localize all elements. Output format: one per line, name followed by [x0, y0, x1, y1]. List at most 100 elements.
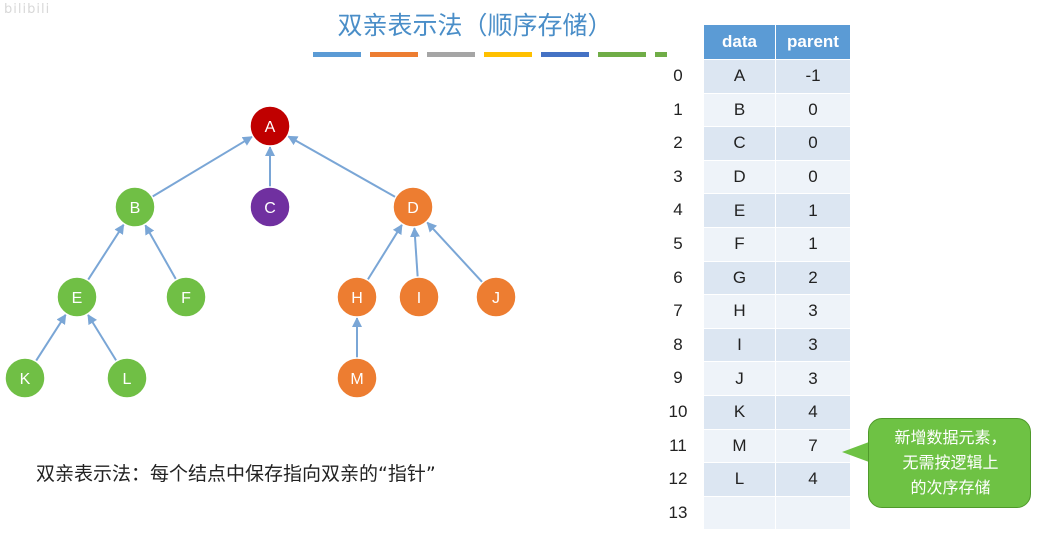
cell-parent: 7 [775, 428, 851, 464]
explanation-caption: 双亲表示法：每个结点中保存指向双亲的“指针” [36, 463, 436, 485]
cell-data: I [703, 327, 776, 363]
node-circle [249, 105, 291, 147]
callout-text: 新增数据元素， 无需按逻辑上 的次序存储 [874, 425, 1027, 500]
row-index: 9 [673, 368, 683, 388]
node-circle [165, 276, 207, 318]
tree-node-H: H [336, 276, 378, 318]
edge-H-to-D [366, 223, 403, 281]
edge-E-to-B [86, 223, 125, 281]
cell-data: E [703, 193, 776, 228]
node-label: J [492, 290, 500, 307]
slide-title: 双亲表示法（顺序存储） [337, 11, 613, 40]
cell-data: A [703, 59, 776, 94]
callout-box [868, 418, 1031, 508]
node-label: D [407, 200, 419, 217]
tree-node-I: I [398, 276, 440, 318]
cell-parent: 0 [775, 159, 851, 195]
edge-I-to-D [410, 226, 420, 278]
node-circle [114, 186, 156, 228]
edge-K-to-E [34, 313, 67, 362]
callout-line: 新增数据元素， [894, 428, 1007, 447]
edge-F-to-B [144, 224, 178, 281]
cell-parent: 4 [775, 394, 851, 430]
node-circle [106, 357, 148, 399]
cell-parent: 0 [775, 92, 851, 128]
tree-node-M: M [336, 357, 378, 399]
node-label: I [417, 290, 421, 307]
node-label: F [181, 290, 191, 307]
accent-bar-segment [370, 52, 418, 57]
node-circle [398, 276, 440, 318]
cell-data: H [703, 294, 776, 329]
node-label: K [20, 371, 31, 388]
node-label: A [265, 119, 276, 136]
callout-pointer [842, 442, 869, 462]
row-index: 3 [673, 166, 683, 186]
row-index: 0 [673, 66, 683, 85]
row-index: 7 [673, 301, 683, 321]
node-circle [392, 186, 434, 228]
cell-data: K [703, 394, 776, 430]
node-circle [336, 276, 378, 318]
cell-data [703, 495, 776, 531]
row-index: 4 [673, 200, 683, 220]
cell-parent: 4 [775, 462, 851, 497]
cell-parent: 2 [775, 260, 851, 296]
tree-node-E: E [56, 276, 98, 318]
tree-node-J: J [475, 276, 517, 318]
video-watermark: bilibili [4, 2, 51, 17]
row-index: 10 [668, 401, 688, 421]
cell-parent: 3 [775, 361, 851, 396]
node-circle [475, 276, 517, 318]
cell-parent: 0 [775, 126, 851, 161]
table-row [703, 495, 851, 531]
row-index: 5 [673, 233, 683, 253]
node-circle [336, 357, 378, 399]
node-label: E [72, 290, 83, 307]
cell-data: C [703, 126, 776, 161]
cell-data: G [703, 260, 776, 296]
callout-note: 新增数据元素， 无需按逻辑上 的次序存储 [842, 418, 1033, 510]
cell-data: F [703, 226, 776, 262]
title-accent-bar [313, 52, 667, 57]
callout-line: 无需按逻辑上 [902, 453, 999, 472]
node-circle [56, 276, 98, 318]
cell-parent: 1 [775, 226, 851, 262]
node-label: H [351, 290, 363, 307]
accent-bar-segment [427, 52, 475, 57]
tree-node-K: K [4, 357, 46, 399]
cell-data: J [703, 361, 776, 396]
header-parent: parent [775, 24, 851, 60]
edge-B-to-A [151, 135, 253, 198]
node-circle [4, 357, 46, 399]
accent-bar-segment [313, 52, 361, 57]
row-index: 8 [673, 334, 683, 354]
node-label: L [123, 371, 132, 388]
accent-bar-segment [484, 52, 532, 57]
cell-parent: 3 [775, 327, 851, 363]
cell-data: D [703, 159, 776, 195]
callout-line: 的次序存储 [910, 478, 991, 497]
edge-L-to-E [87, 314, 118, 362]
node-label: M [350, 371, 363, 388]
cell-data: L [703, 462, 776, 497]
tree-node-A: A [249, 105, 291, 147]
node-label: C [264, 200, 276, 217]
tree-node-F: F [165, 276, 207, 318]
cell-parent [775, 495, 851, 531]
cell-parent: -1 [775, 59, 851, 94]
header-data: data [703, 24, 776, 60]
tree-node-L: L [106, 357, 148, 399]
cell-parent: 3 [775, 294, 851, 329]
